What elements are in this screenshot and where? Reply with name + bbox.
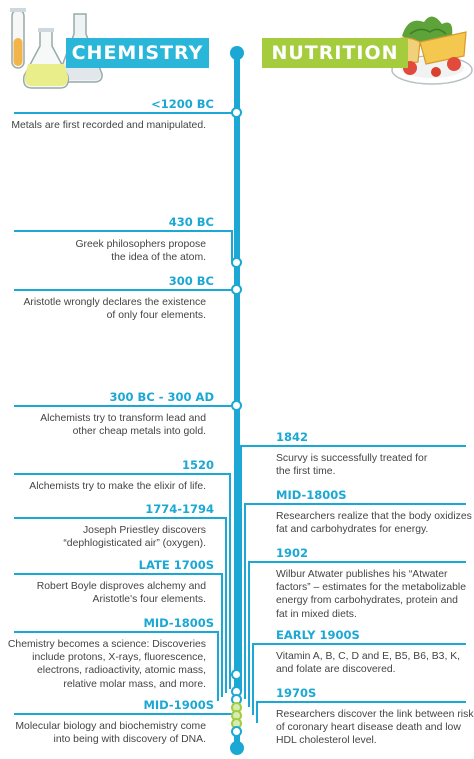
nut-date-1970s: 1970S <box>276 686 317 700</box>
timeline-node <box>231 400 242 411</box>
nut-date-early-1900s: EARLY 1900S <box>276 628 360 642</box>
chem-connector <box>217 631 219 701</box>
timeline-node <box>231 257 242 268</box>
chem-date-300bc-300ad: 300 BC - 300 AD <box>109 390 214 404</box>
nut-text-1902: Wilbur Atwater publishes his “Atwater fa… <box>276 569 467 620</box>
chem-text-late-1700s: Robert Boyle disproves alchemy and Arist… <box>36 581 206 606</box>
chem-date-430bc: 430 BC <box>168 215 214 229</box>
nut-text-mid-1800s: Researchers realize that the body oxidiz… <box>276 511 472 536</box>
nut-connector <box>256 701 258 723</box>
chem-connector <box>14 405 236 407</box>
nut-connector <box>248 561 466 563</box>
chem-connector <box>225 517 227 693</box>
nut-connector <box>252 643 254 715</box>
timeline-node <box>231 726 242 737</box>
chem-connector <box>229 473 231 689</box>
nut-connector <box>256 701 466 703</box>
nut-connector <box>238 445 466 447</box>
chem-text-300bc-300ad: Alchemists try to transform lead and oth… <box>40 413 206 438</box>
chem-text-300bc: Aristotle wrongly declares the existence… <box>23 297 206 322</box>
chemistry-banner: CHEMISTRY <box>66 38 209 68</box>
chem-connector <box>14 713 236 715</box>
timeline-node <box>231 107 242 118</box>
chem-connector <box>14 631 218 633</box>
chem-date-1774-1794: 1774-1794 <box>145 502 214 516</box>
chem-text-1774-1794: Joseph Priestley discovers “dephlogistic… <box>63 525 206 550</box>
nutrition-banner: NUTRITION <box>262 38 408 68</box>
chem-connector <box>14 473 230 475</box>
chem-date-300bc: 300 BC <box>168 274 214 288</box>
chem-connector <box>14 112 236 114</box>
nut-text-1970s: Researchers discover the link between ri… <box>276 709 474 747</box>
nut-connector <box>240 445 242 691</box>
chem-connector <box>14 573 222 575</box>
chem-date-1200bc: <1200 BC <box>151 97 214 111</box>
chem-date-1520: 1520 <box>181 458 214 472</box>
nut-date-1842: 1842 <box>276 430 309 444</box>
timeline-bottom-cap <box>230 741 244 755</box>
chem-date-mid-1800s: MID-1800S <box>143 616 214 630</box>
nut-date-mid-1800s: MID-1800S <box>276 488 347 502</box>
nut-connector <box>252 643 466 645</box>
chem-text-1520: Alchemists try to make the elixir of lif… <box>29 481 206 492</box>
chem-text-1200bc: Metals are first recorded and manipulate… <box>11 120 206 131</box>
timeline-top-cap <box>230 46 244 60</box>
chem-text-430bc: Greek philosophers propose the idea of t… <box>75 239 206 264</box>
chem-text-mid-1800s: Chemistry becomes a science: Discoveries… <box>7 639 206 690</box>
nut-connector <box>244 503 466 505</box>
nut-connector <box>244 503 246 699</box>
chem-connector <box>14 517 226 519</box>
nut-text-early-1900s: Vitamin A, B, C, D and E, B5, B6, B3, K,… <box>276 651 461 676</box>
chem-text-mid-1900s: Molecular biology and biochemistry come … <box>15 721 206 746</box>
chem-date-mid-1900s: MID-1900S <box>143 698 214 712</box>
nut-date-1902: 1902 <box>276 546 309 560</box>
chem-date-late-1700s: LATE 1700S <box>138 558 214 572</box>
nut-connector <box>248 561 250 707</box>
chem-connector <box>231 230 233 262</box>
timeline-node <box>231 284 242 295</box>
chem-connector <box>221 573 223 697</box>
chem-connector <box>14 230 232 232</box>
chem-connector <box>14 289 236 291</box>
nut-text-1842: Scurvy is successfully treated for the f… <box>276 453 428 478</box>
